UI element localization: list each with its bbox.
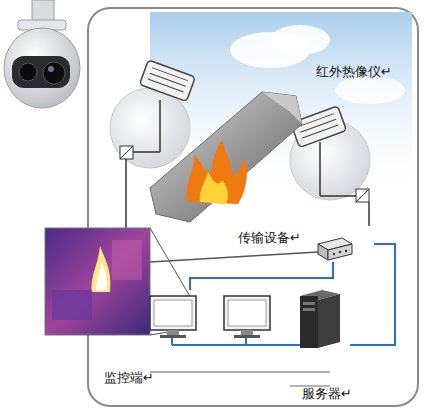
monitor: [224, 296, 270, 338]
thermal-hotspot-core: [96, 262, 107, 290]
camera-face: [12, 56, 70, 88]
connector: [369, 202, 370, 226]
camera-node: 红外热像仪↵: [284, 62, 396, 202]
camera-pole: [159, 100, 161, 152]
node-label: 监控端↵: [104, 370, 154, 386]
thermal-imager: [139, 60, 195, 102]
node-label: 传输设备↵: [238, 230, 301, 246]
lens-glint: [48, 66, 54, 72]
wire: [125, 159, 127, 228]
connector-line: [368, 202, 370, 226]
node-label: 红外热像仪↵: [316, 64, 392, 80]
connector: [190, 262, 333, 290]
thermal-patch: [112, 240, 142, 280]
thermal-patch: [52, 290, 92, 320]
camera-mount: [32, 0, 54, 22]
node-label: 服务器↵: [302, 386, 352, 402]
monitor: [150, 296, 196, 338]
wire: [320, 195, 356, 197]
server-tower: [300, 290, 340, 348]
cloud: [270, 25, 330, 55]
camera-disc: [110, 88, 190, 168]
server-node: 服务器↵: [286, 286, 350, 406]
thermal-image: [45, 228, 150, 335]
cloud: [335, 76, 405, 104]
connector-line: [190, 262, 333, 290]
leader-line: [150, 372, 330, 373]
fire-core: [200, 172, 228, 204]
camera-lens: [43, 62, 65, 84]
fire: [186, 140, 246, 204]
converter: [356, 189, 369, 202]
conveyor-edge: [262, 92, 302, 124]
connector-line: [350, 244, 395, 345]
wire: [150, 252, 318, 262]
converter: [120, 146, 133, 159]
transmission-node: 传输设备↵: [234, 226, 374, 262]
switch-device: [318, 238, 352, 260]
thermal-hotspot: [92, 246, 111, 292]
outer-frame: [88, 8, 418, 406]
network-bus: [172, 344, 300, 346]
connector: [350, 244, 395, 345]
camera-lens: [19, 63, 37, 81]
monitor-node: 监控端↵: [100, 290, 278, 386]
callout-line: [150, 228, 192, 300]
wire: [133, 151, 160, 153]
camera-pole: [319, 142, 321, 196]
dome-camera: [4, 28, 80, 108]
conveyor-belt: [150, 92, 302, 222]
